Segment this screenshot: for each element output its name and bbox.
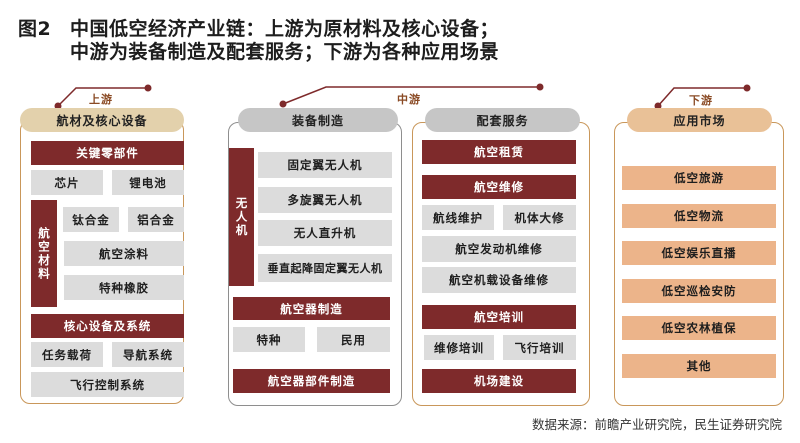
downstream-header: 应用市场 (627, 108, 772, 132)
item-engine-maintenance: 航空发动机维修 (422, 236, 576, 262)
aviation-training-title: 航空培训 (422, 305, 576, 329)
item-maintenance-training: 维修培训 (424, 335, 494, 360)
services-panel (412, 122, 590, 406)
item-fixed-wing-uav: 固定翼无人机 (258, 152, 392, 178)
core-systems-title: 核心设备及系统 (31, 314, 184, 338)
aviation-leasing: 航空租赁 (422, 140, 576, 164)
item-aluminum-alloy: 铝合金 (128, 207, 184, 232)
item-multirotor-uav: 多旋翼无人机 (258, 187, 392, 213)
item-unmanned-helicopter: 无人直升机 (258, 220, 392, 246)
item-navigation-system: 导航系统 (112, 342, 184, 367)
figure-title-line1: 中国低空经济产业链：上游为原材料及核心设备； (70, 18, 500, 40)
app-low-altitude-agriculture-forestry: 低空农林植保 (622, 316, 776, 340)
app-other: 其他 (622, 354, 776, 378)
airport-construction: 机场建设 (422, 369, 576, 393)
item-chip: 芯片 (31, 170, 103, 195)
item-line-maintenance: 航线维护 (422, 205, 494, 230)
item-airframe-overhaul: 机体大修 (503, 205, 576, 230)
item-vtol-fixed-wing-uav: 垂直起降固定翼无人机 (258, 254, 392, 282)
item-titanium-alloy: 钛合金 (63, 207, 119, 232)
item-special-rubber: 特种橡胶 (64, 275, 184, 300)
app-low-altitude-inspection-security: 低空巡检安防 (622, 279, 776, 303)
figure-title-line2: 中游为装备制造及配套服务；下游为各种应用场景 (70, 41, 500, 63)
app-low-altitude-logistics: 低空物流 (622, 204, 776, 228)
stage-label-upstream: 上游 (89, 93, 113, 106)
figure-number: 图2 (18, 18, 52, 40)
app-low-altitude-entertainment-livestream: 低空娱乐直播 (622, 241, 776, 265)
key-parts-title: 关键零部件 (31, 141, 184, 165)
aircraft-parts-manufacturing-title: 航空器部件制造 (233, 369, 390, 393)
item-lithium-battery: 锂电池 (112, 170, 184, 195)
app-low-altitude-tourism: 低空旅游 (622, 166, 776, 190)
aircraft-manufacturing-title: 航空器制造 (233, 297, 390, 320)
uav-title: 无人机 (229, 148, 254, 286)
materials-title: 航空材料 (31, 200, 57, 307)
manufacturing-header: 装备制造 (238, 108, 398, 132)
aviation-maintenance-title: 航空维修 (422, 175, 576, 199)
item-aviation-coating: 航空涂料 (64, 241, 184, 266)
stage-label-midstream: 中游 (397, 93, 421, 106)
stage-label-downstream: 下游 (689, 94, 713, 107)
item-flight-training: 飞行培训 (503, 335, 576, 360)
item-mission-payload: 任务载荷 (31, 342, 103, 367)
upstream-header: 航材及核心设备 (20, 108, 184, 132)
services-header: 配套服务 (425, 108, 580, 132)
item-avionics-maintenance: 航空机载设备维修 (422, 267, 576, 293)
data-source-note: 数据来源：前瞻产业研究院，民生证券研究院 (531, 417, 782, 432)
item-civil-aircraft: 民用 (317, 327, 390, 352)
item-flight-control-system: 飞行控制系统 (31, 372, 184, 397)
item-special-aircraft: 特种 (233, 327, 305, 352)
